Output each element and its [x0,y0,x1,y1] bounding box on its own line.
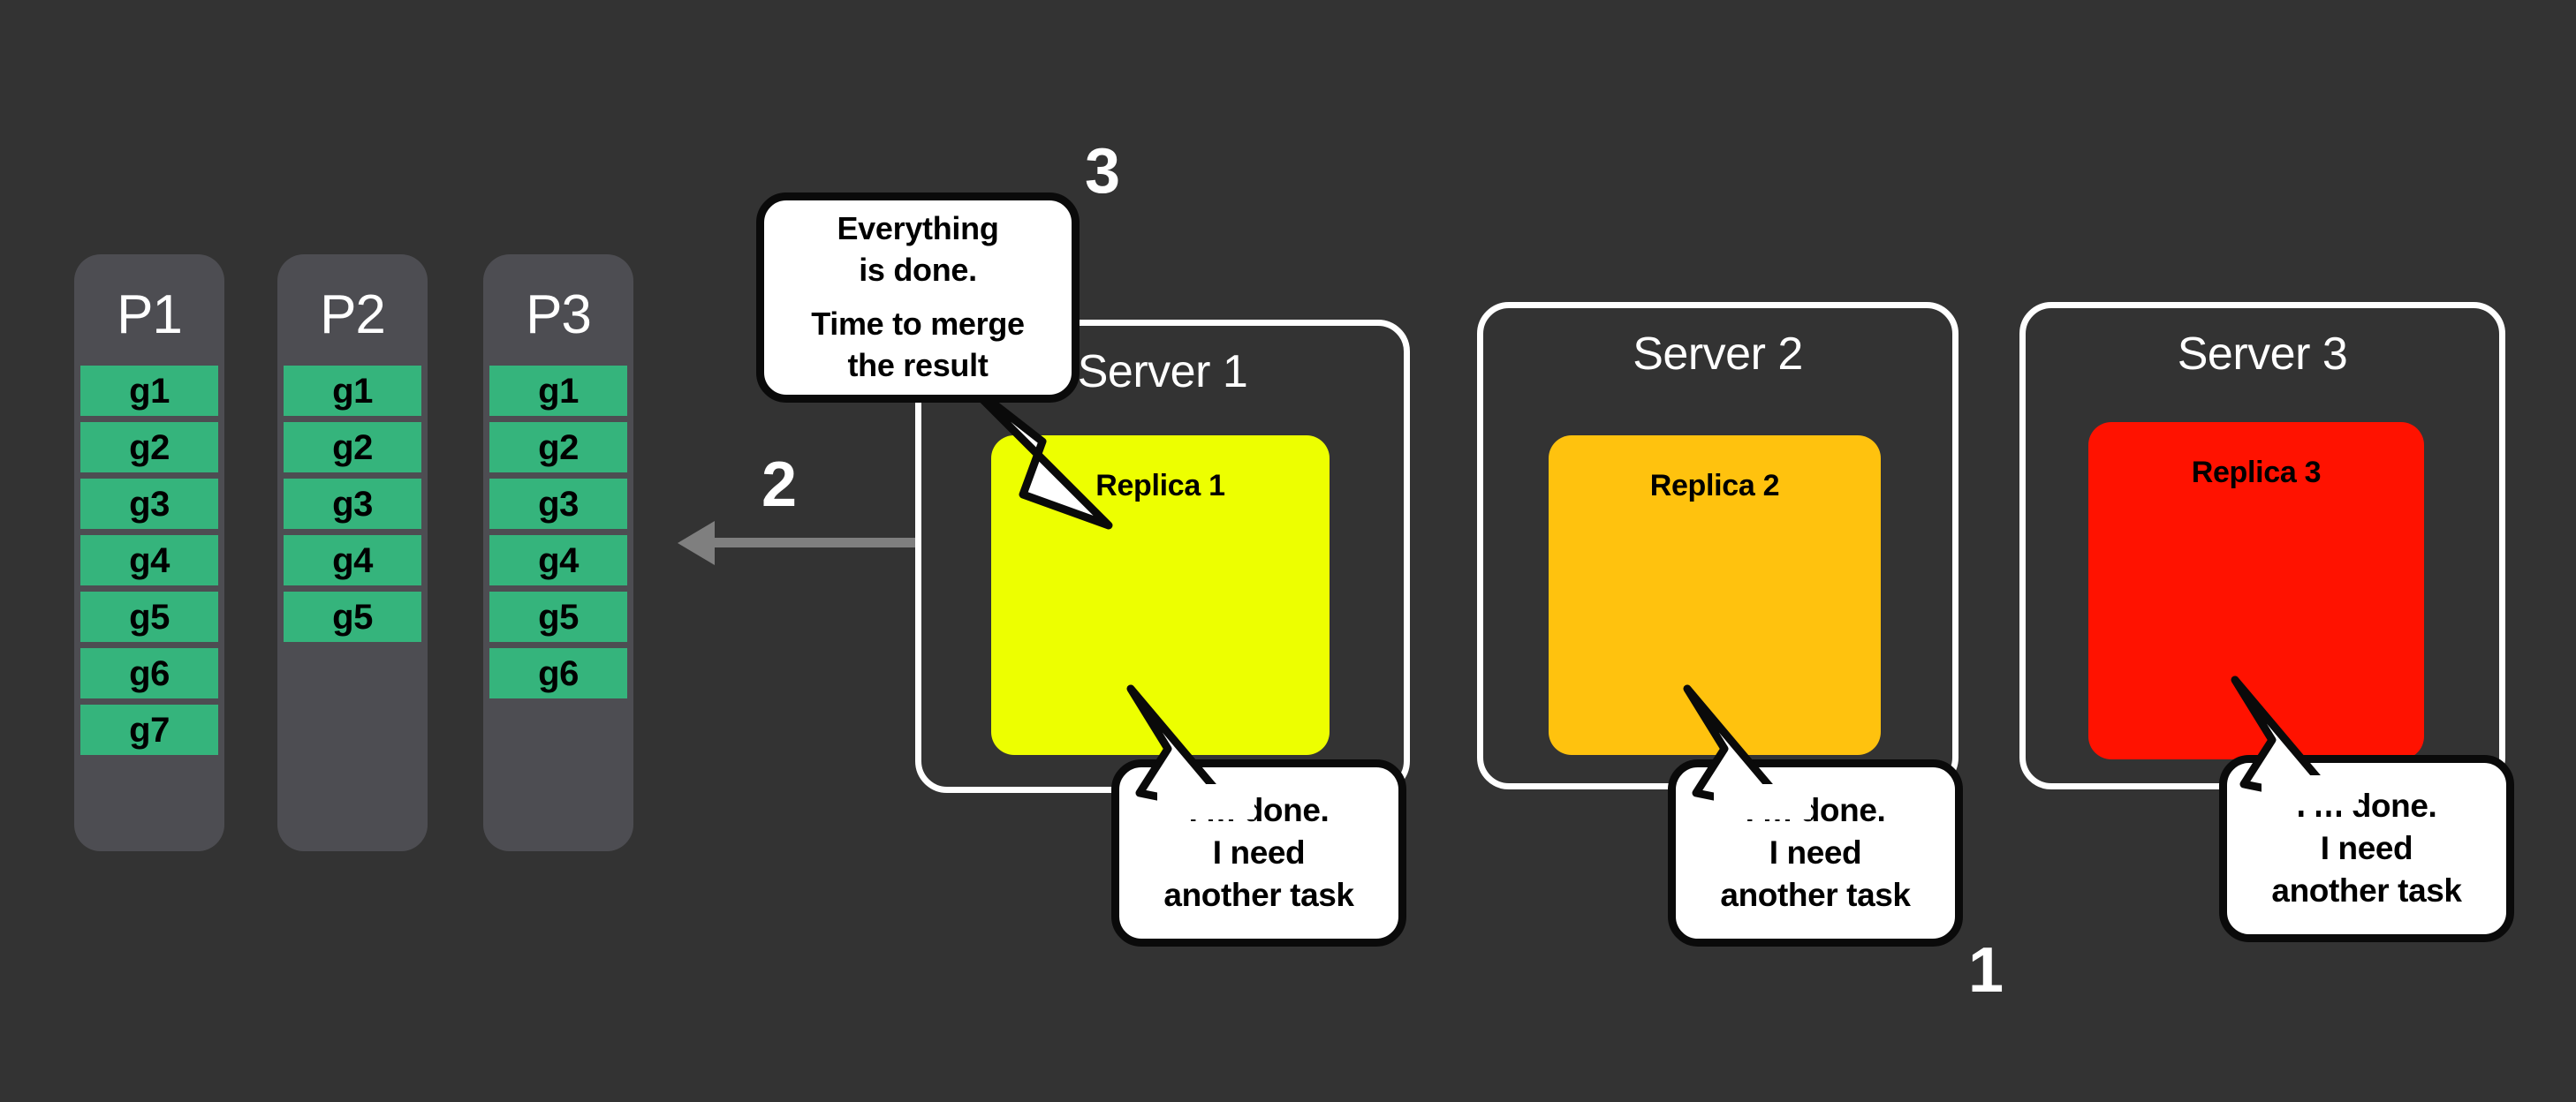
chunk-block: g5 [284,592,421,642]
done-bubble-1-line-2: I need [1212,834,1306,871]
merge-bubble-line-1: Everything [837,210,999,247]
chunk-block: g7 [80,705,218,755]
server-title-3: Server 3 [2177,328,2348,380]
partition-card-p3: P3 g1 g2 g3 g4 g5 g6 [483,254,633,851]
partition-title-p3: P3 [526,284,592,345]
done-bubble-1-line-3: another task [1163,877,1354,914]
chunk-block: g6 [489,648,627,698]
chunk-block: g1 [80,366,218,416]
chunk-block: g1 [489,366,627,416]
chunk-block: g5 [80,592,218,642]
chunk-block: g4 [489,535,627,585]
merge-bubble-line-2: is done. [859,252,977,288]
chunk-block: g6 [80,648,218,698]
done-bubble-3-tail [2231,676,2359,811]
step-number-1: 1 [1968,935,2004,1006]
partition-title-p2: P2 [320,284,386,345]
chunk-block: g4 [284,535,421,585]
server-title-2: Server 2 [1633,328,1803,380]
arrow-head-left-icon [678,521,715,565]
partition-card-p2: P2 g1 g2 g3 g4 g5 [277,254,428,851]
chunk-block: g2 [489,422,627,472]
merge-bubble-line-3: Time to merge [811,306,1025,343]
step-number-3: 3 [1085,136,1120,207]
done-bubble-3-line-3: another task [2271,872,2462,910]
chunk-stack-p2: g1 g2 g3 g4 g5 [277,366,428,642]
chunk-block: g2 [284,422,421,472]
done-bubble-1-tail [1126,684,1254,819]
chunk-block: g3 [489,479,627,529]
chunk-block: g5 [489,592,627,642]
done-bubble-3-line-2: I need [2320,829,2413,866]
chunk-block: g3 [80,479,218,529]
chunk-block: g1 [284,366,421,416]
replica-label-1: Replica 1 [1095,469,1225,502]
step-number-2: 2 [761,449,797,520]
server-title-1: Server 1 [1077,346,1248,397]
done-bubble-2-line-3: another task [1720,877,1911,914]
chunk-block: g2 [80,422,218,472]
chunk-block: g4 [80,535,218,585]
done-speech-bubble-3: I’m done. I need another task [2219,755,2514,942]
chunk-stack-p1: g1 g2 g3 g4 g5 g6 g7 [74,366,224,755]
replica-label-2: Replica 2 [1649,469,1780,502]
done-bubble-2-line-2: I need [1769,834,1862,871]
partition-card-p1: P1 g1 g2 g3 g4 g5 g6 g7 [74,254,224,851]
merge-bubble-line-4: the result [847,346,989,383]
replica-box-2: Replica 2 [1549,435,1881,755]
arrow-shaft [711,538,919,547]
chunk-stack-p3: g1 g2 g3 g4 g5 g6 [483,366,633,698]
chunk-block: g3 [284,479,421,529]
merge-speech-bubble: Everything is done. Time to merge the re… [756,192,1080,403]
partition-title-p1: P1 [117,284,183,345]
replica-label-3: Replica 3 [2191,456,2322,489]
done-bubble-2-tail [1683,684,1811,819]
step-2-arrow-group: 2 [667,446,919,578]
